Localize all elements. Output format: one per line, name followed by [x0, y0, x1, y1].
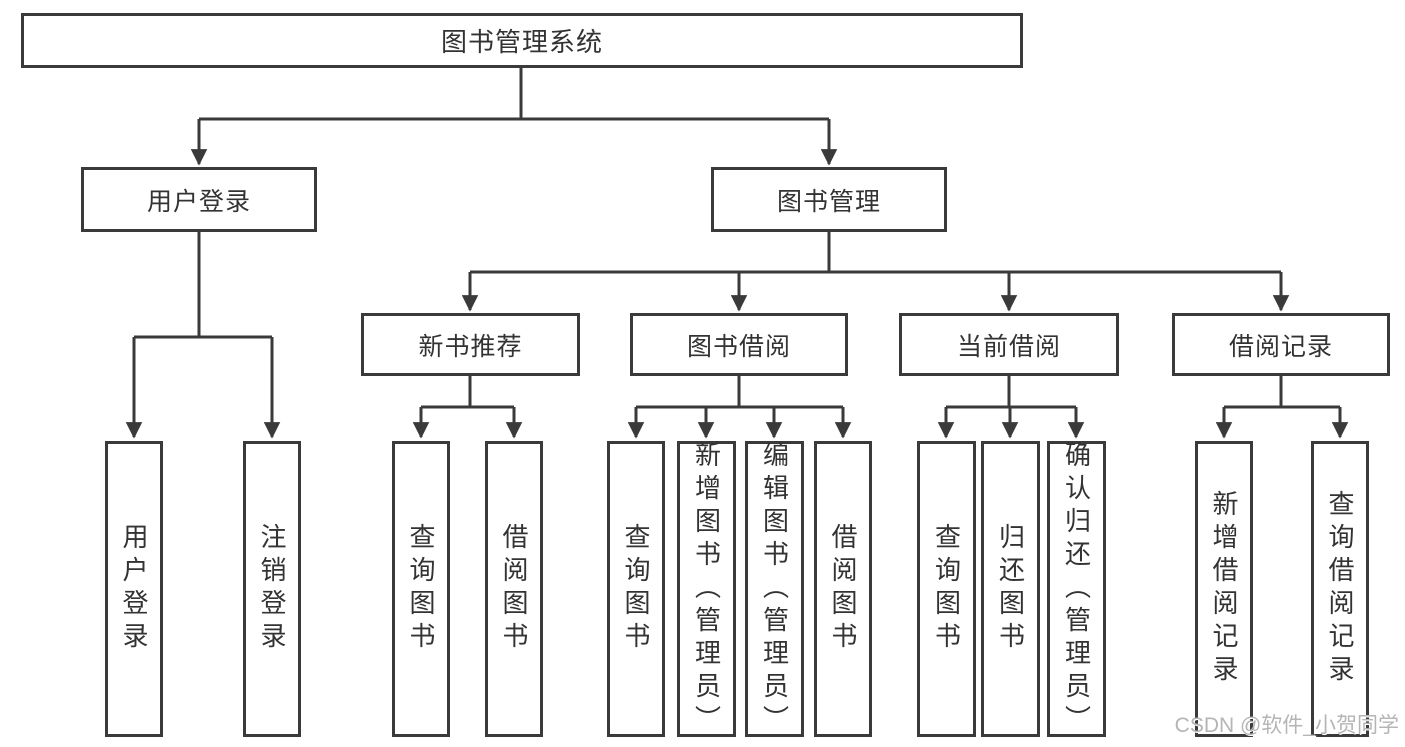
node-new-book-recommend: 新书推荐: [361, 313, 580, 376]
leaf-borrow-query: 查询图书: [607, 441, 665, 737]
leaf-user-login: 用户登录: [105, 441, 163, 737]
leaf-current-return-label: 归还图书: [995, 523, 1026, 655]
leaf-borrow-query-label: 查询图书: [621, 523, 651, 655]
leaf-records-query-label: 查询借阅记录: [1325, 490, 1355, 688]
csdn-watermark: CSDN @软件_小贺同学: [1174, 714, 1399, 737]
leaf-newbook-query-label: 查询图书: [406, 523, 436, 655]
leaf-records-add: 新增借阅记录: [1195, 441, 1253, 737]
node-current-borrowing: 当前借阅: [899, 313, 1119, 376]
leaf-borrow-edit-label: 编辑图书（管理员）: [759, 440, 790, 738]
leaf-records-query: 查询借阅记录: [1311, 441, 1369, 737]
node-user-login: 用户登录: [81, 167, 317, 232]
leaf-records-add-label: 新增借阅记录: [1209, 490, 1239, 688]
leaf-borrow-borrow: 借阅图书: [814, 441, 872, 737]
leaf-current-query: 查询图书: [917, 441, 976, 737]
leaf-current-confirm-label: 确认归还（管理员）: [1061, 440, 1092, 738]
node-book-management: 图书管理: [711, 167, 947, 232]
leaf-logout: 注销登录: [243, 441, 301, 737]
leaf-newbook-borrow-label: 借阅图书: [499, 523, 529, 655]
leaf-logout-label: 注销登录: [257, 523, 287, 655]
leaf-newbook-query: 查询图书: [392, 441, 450, 737]
leaf-current-confirm: 确认归还（管理员）: [1047, 440, 1106, 738]
leaf-borrow-borrow-label: 借阅图书: [828, 523, 858, 655]
leaf-newbook-borrow: 借阅图书: [485, 441, 543, 737]
node-book-borrowing: 图书借阅: [630, 313, 848, 376]
leaf-borrow-add-label: 新增图书（管理员）: [691, 440, 722, 738]
node-root-system: 图书管理系统: [21, 13, 1023, 68]
leaf-borrow-edit: 编辑图书（管理员）: [745, 440, 804, 738]
leaf-borrow-add: 新增图书（管理员）: [677, 440, 736, 738]
leaf-current-query-label: 查询图书: [931, 523, 962, 655]
node-borrowing-records: 借阅记录: [1172, 313, 1390, 376]
leaf-user-login-label: 用户登录: [119, 523, 149, 655]
leaf-current-return: 归还图书: [981, 441, 1040, 737]
